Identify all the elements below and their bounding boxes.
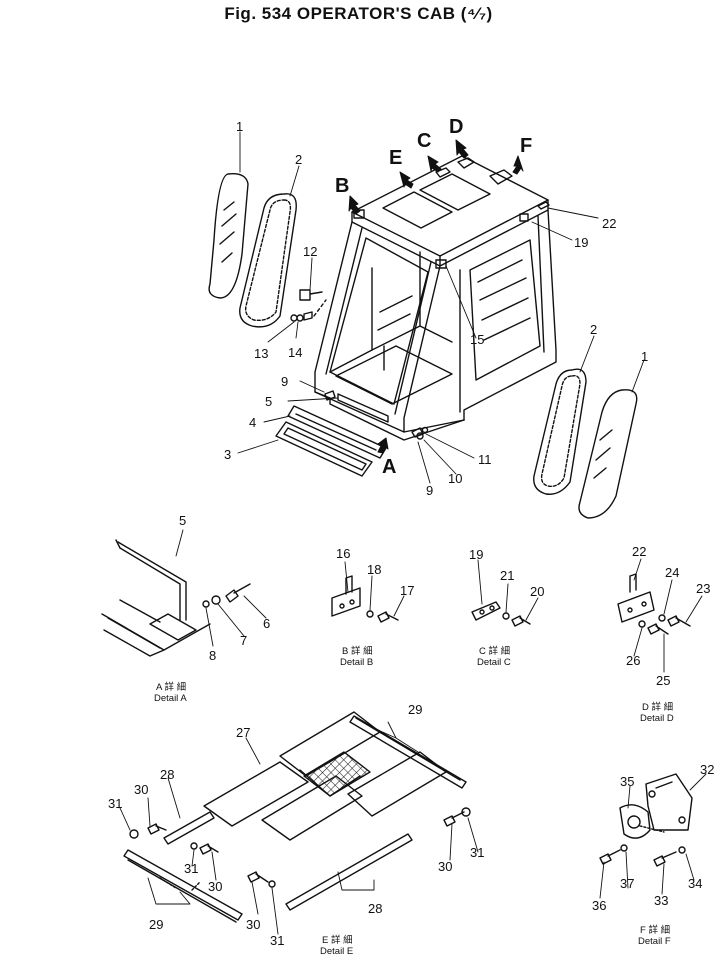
caption-f: Detail F: [638, 936, 671, 947]
callout-30: 30: [134, 782, 148, 797]
callout-26: 26: [626, 653, 640, 668]
callout-9: 9: [281, 374, 288, 389]
letter-c: C: [417, 130, 431, 152]
detail-a-drawing: [101, 539, 251, 657]
callout-28b: 28: [368, 901, 382, 916]
callout-numbers: 1 2 12 13 14 9 5 4 3 9 10 11 15 19 22 2 …: [108, 119, 714, 948]
callout-37: 37: [620, 876, 634, 891]
operator-cab-frame: [314, 155, 557, 441]
callout-5: 5: [265, 394, 272, 409]
callout-22: 22: [602, 216, 616, 231]
callout-30c: 30: [246, 917, 260, 932]
callout-20: 20: [530, 584, 544, 599]
callout-5b: 5: [179, 513, 186, 528]
caption-e-jp: E 詳 細: [322, 934, 353, 946]
figure-title: Fig. 534 OPERATOR'S CAB (⁴⁄₇): [224, 4, 493, 23]
callout-19: 19: [574, 235, 588, 250]
callout-6: 6: [263, 616, 270, 631]
callout-30b: 30: [208, 879, 222, 894]
callout-1: 1: [236, 119, 243, 134]
letter-d: D: [449, 116, 463, 138]
detail-arrows: [348, 139, 524, 454]
caption-f-jp: F 詳 細: [640, 924, 670, 936]
callout-19b: 19: [469, 547, 483, 562]
callout-30d: 30: [438, 859, 452, 874]
parts-12-13-14-fasteners: [290, 289, 327, 322]
detail-letters: B E C D F A: [335, 116, 532, 478]
part-1-side-glass-left: [208, 173, 249, 299]
detail-d-drawing: [617, 573, 691, 635]
callout-17: 17: [400, 583, 414, 598]
callout-28: 28: [160, 767, 174, 782]
callout-2b: 2: [590, 322, 597, 337]
callout-18: 18: [367, 562, 381, 577]
callout-13: 13: [254, 346, 268, 361]
callout-31d: 31: [470, 845, 484, 860]
callout-36: 36: [592, 898, 606, 913]
caption-e: Detail E: [320, 946, 353, 955]
callout-27: 27: [236, 725, 250, 740]
callout-34: 34: [688, 876, 702, 891]
callout-8: 8: [209, 648, 216, 663]
callout-23: 23: [696, 581, 710, 596]
callout-29: 29: [408, 702, 422, 717]
callout-10: 10: [448, 471, 462, 486]
callout-15: 15: [470, 332, 484, 347]
letter-a: A: [382, 456, 396, 478]
leader-lines: [119, 131, 707, 935]
callout-1b: 1: [641, 349, 648, 364]
part-3-window-plate: [275, 421, 373, 477]
callout-29b: 29: [149, 917, 163, 932]
letter-f: F: [520, 135, 532, 157]
caption-d-jp: D 詳 細: [642, 701, 673, 713]
callout-16: 16: [336, 546, 350, 561]
caption-a-jp: A 詳 細: [156, 681, 186, 693]
detail-f-drawing: [599, 773, 693, 867]
caption-b: Detail B: [340, 657, 373, 668]
callout-14: 14: [288, 345, 302, 360]
callout-32: 32: [700, 762, 714, 777]
callout-22b: 22: [632, 544, 646, 559]
letter-b: B: [335, 175, 349, 197]
detail-b-drawing: [331, 575, 399, 623]
part-1-side-glass-right: [578, 389, 638, 519]
callout-11: 11: [478, 452, 492, 467]
callout-12: 12: [303, 244, 317, 259]
callout-7: 7: [240, 633, 247, 648]
callout-21: 21: [500, 568, 514, 583]
caption-c: Detail C: [477, 657, 511, 668]
callout-4: 4: [249, 415, 256, 430]
callout-3: 3: [224, 447, 231, 462]
detail-captions: A 詳 細 Detail A B 詳 細 Detail B C 詳 細 Deta…: [154, 645, 674, 955]
caption-d: Detail D: [640, 713, 674, 724]
callout-25: 25: [656, 673, 670, 688]
callout-31b: 31: [184, 861, 198, 876]
callout-35: 35: [620, 774, 634, 789]
caption-c-jp: C 詳 細: [479, 645, 510, 657]
callout-2: 2: [295, 152, 302, 167]
letter-e: E: [389, 147, 402, 169]
part-2-weather-strip-left: [239, 193, 297, 328]
caption-b-jp: B 詳 細: [342, 645, 373, 657]
part-2-weather-strip-right: [533, 368, 587, 495]
detail-c-drawing: [471, 601, 531, 627]
callout-33: 33: [654, 893, 668, 908]
callout-9b: 9: [426, 483, 433, 498]
caption-a: Detail A: [154, 693, 187, 704]
callout-24: 24: [665, 565, 679, 580]
detail-e-drawing: [123, 711, 471, 923]
callout-31: 31: [108, 796, 122, 811]
callout-31c: 31: [270, 933, 284, 948]
